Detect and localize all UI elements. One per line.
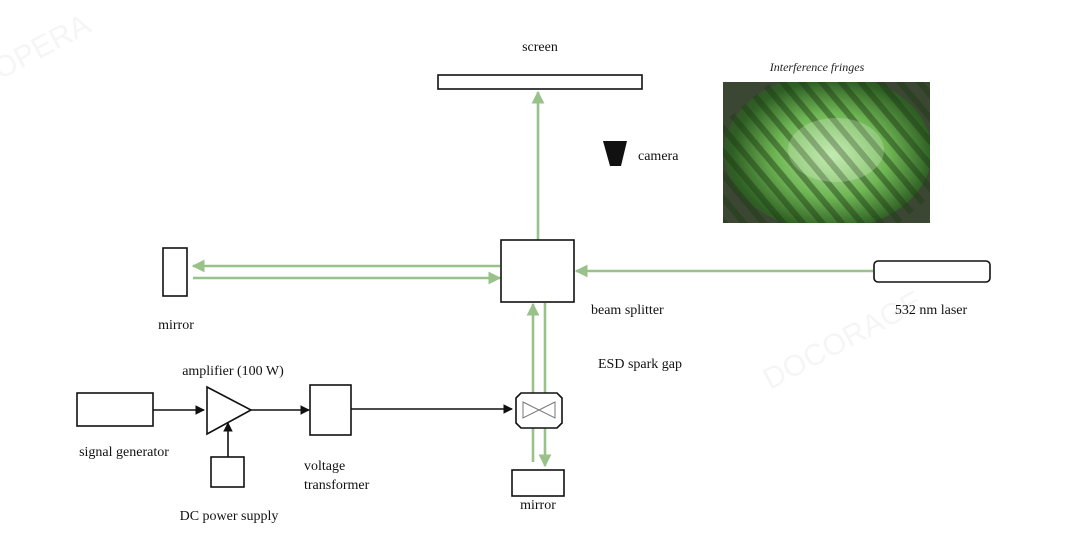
bottom-mirror	[511, 469, 565, 497]
label-mirror-bottom: mirror	[520, 498, 556, 513]
label-amplifier: amplifier (100 W)	[182, 364, 284, 379]
label-screen: screen	[522, 40, 558, 55]
laser-source	[873, 260, 991, 283]
label-dc-power-supply: DC power supply	[180, 509, 279, 524]
signal-generator	[76, 392, 154, 427]
camera-icon	[603, 141, 627, 166]
watermark: OPERA	[0, 8, 96, 86]
voltage-transformer	[309, 384, 352, 436]
label-beam-splitter: beam splitter	[591, 303, 664, 318]
interference-fringes-image	[723, 82, 930, 223]
dc-power-supply	[210, 456, 245, 488]
label-voltage: voltage	[304, 459, 345, 474]
label-interference-fringes: Interference fringes	[769, 60, 865, 74]
label-esd-spark-gap: ESD spark gap	[598, 357, 682, 372]
label-signal-generator: signal generator	[79, 445, 169, 460]
label-camera: camera	[638, 149, 679, 164]
label-laser: 532 nm laser	[895, 303, 968, 318]
screen	[437, 74, 643, 90]
left-mirror	[162, 247, 188, 297]
esd-spark-gap-icon	[515, 392, 563, 429]
beam-splitter	[500, 239, 575, 303]
amplifier-icon	[206, 385, 253, 436]
label-mirror-left: mirror	[158, 318, 194, 333]
label-transformer: transformer	[304, 478, 370, 493]
watermark: DOCORAGE	[758, 285, 928, 396]
